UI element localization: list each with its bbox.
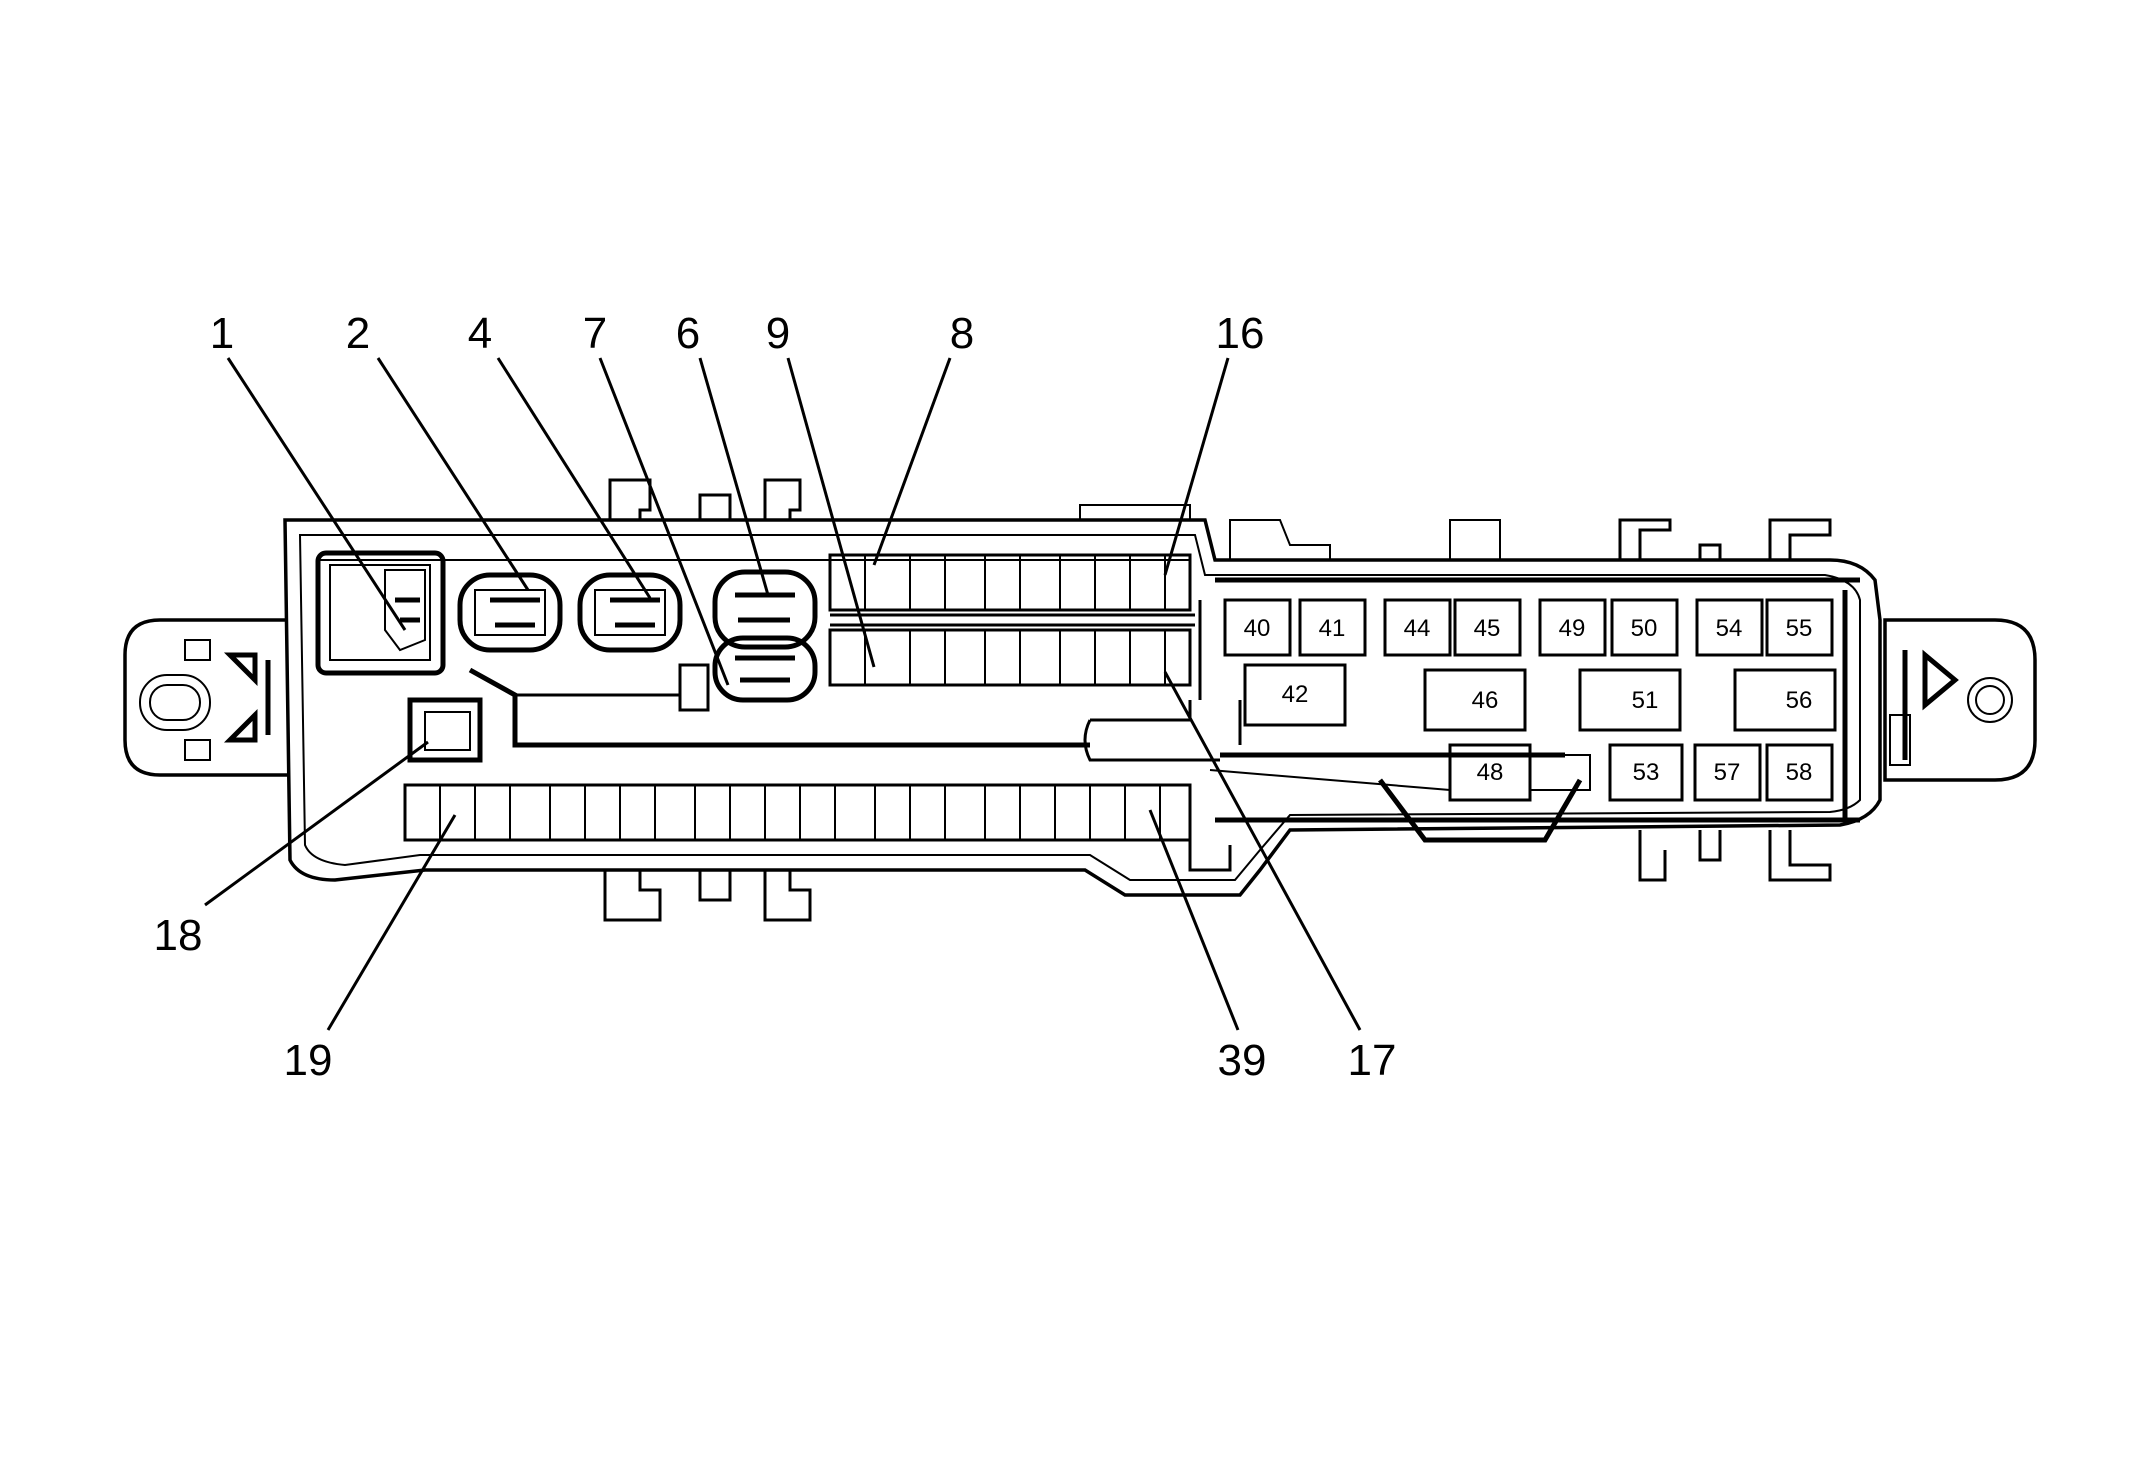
callout-1: 1 (210, 309, 234, 358)
svg-text:48: 48 (1477, 759, 1504, 786)
relay-row-1: 40 41 44 45 49 50 54 55 (1223, 598, 1834, 657)
connector-18 (407, 697, 483, 763)
callout-39: 39 (1218, 1036, 1267, 1085)
relay-row-2: 42 46 51 56 (1243, 663, 1837, 732)
relay-50: 50 (1610, 598, 1679, 657)
relay-56: 56 (1733, 668, 1837, 732)
relay-42: 42 (1243, 663, 1347, 727)
callout-17: 17 (1348, 1036, 1397, 1085)
callouts-top: 1 2 4 7 6 9 8 16 (210, 309, 1265, 358)
callout-16: 16 (1216, 309, 1265, 358)
fuse-row-bottom (403, 783, 1192, 842)
svg-text:56: 56 (1786, 687, 1813, 714)
svg-text:57: 57 (1714, 759, 1741, 786)
housing-clips (603, 478, 1832, 922)
svg-text:55: 55 (1786, 615, 1813, 642)
svg-text:58: 58 (1786, 759, 1813, 786)
callout-9: 9 (766, 309, 790, 358)
fuse-row-middle (828, 613, 1195, 687)
callouts-bottom: 18 19 39 17 (154, 911, 1397, 1085)
relay-53: 53 (1608, 743, 1684, 802)
svg-text:45: 45 (1474, 615, 1501, 642)
relay-58: 58 (1765, 743, 1834, 802)
callout-7: 7 (583, 309, 607, 358)
relay-46: 46 (1423, 668, 1527, 732)
right-mounting-ear (1883, 618, 2037, 782)
callout-8: 8 (950, 309, 974, 358)
relay-51: 51 (1578, 668, 1682, 732)
relay-54: 54 (1695, 598, 1764, 657)
connector-7 (678, 635, 818, 712)
svg-text:44: 44 (1404, 615, 1431, 642)
svg-text:53: 53 (1633, 759, 1660, 786)
relay-section-frame (1209, 577, 1860, 823)
callout-4: 4 (468, 309, 492, 358)
leader-lines (204, 357, 1362, 1031)
svg-text:40: 40 (1244, 615, 1271, 642)
relay-49: 49 (1538, 598, 1607, 657)
connector-4 (577, 572, 683, 653)
relay-44: 44 (1383, 598, 1452, 657)
relay-57: 57 (1693, 743, 1762, 802)
connector-1 (315, 550, 446, 676)
svg-text:42: 42 (1282, 681, 1309, 708)
svg-text:50: 50 (1631, 615, 1658, 642)
callout-2: 2 (346, 309, 370, 358)
svg-text:51: 51 (1632, 687, 1659, 714)
relay-41: 41 (1298, 598, 1367, 657)
relay-45: 45 (1453, 598, 1522, 657)
callout-19: 19 (284, 1036, 333, 1085)
callout-18: 18 (154, 911, 203, 960)
svg-text:54: 54 (1716, 615, 1743, 642)
relay-row-3: 48 53 57 58 (1448, 743, 1834, 802)
left-mounting-ear (123, 618, 302, 777)
callout-6: 6 (676, 309, 700, 358)
relay-55: 55 (1765, 598, 1834, 657)
svg-text:49: 49 (1559, 615, 1586, 642)
svg-text:46: 46 (1472, 687, 1499, 714)
fuse-row-top (828, 553, 1192, 612)
relay-40: 40 (1223, 598, 1292, 657)
connector-6 (712, 569, 818, 650)
connector-2 (457, 572, 563, 653)
svg-text:41: 41 (1319, 615, 1346, 642)
